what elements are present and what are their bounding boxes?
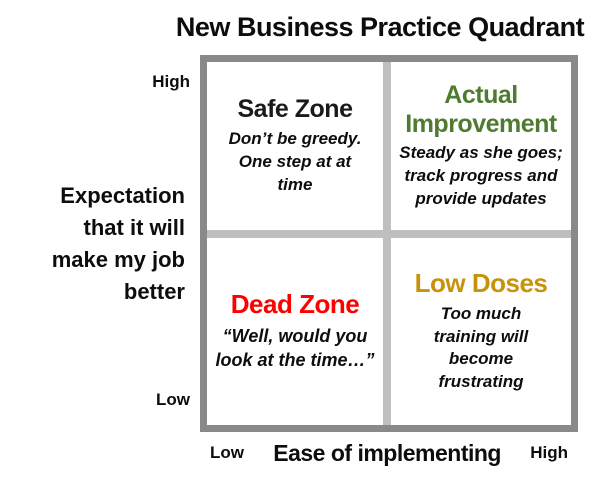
actual-improvement-heading: Actual Improvement — [405, 80, 557, 138]
low-doses-heading: Low Doses — [414, 267, 548, 298]
y-axis-title: Expectation that it will make my job bet… — [51, 183, 185, 304]
safe-zone-heading: Safe Zone — [237, 95, 353, 124]
dead-zone-heading: Dead Zone — [230, 289, 360, 320]
safe-zone-body: Don’t be greedy. One step at at time — [228, 128, 362, 194]
low-doses-body: Too much training will become frustratin… — [433, 303, 529, 392]
y-axis-low-label: Low — [156, 390, 190, 409]
quadrant-safe-zone: Safe Zone Don’t be greedy. One step at a… — [207, 62, 383, 230]
x-axis-low-label: Low — [210, 443, 244, 462]
x-axis-title: Ease of implementing — [273, 439, 501, 466]
x-axis: Low Ease of implementing High — [200, 438, 578, 468]
x-axis-high-label: High — [530, 443, 568, 462]
actual-improvement-body: Steady as she goes; track progress and p… — [399, 143, 563, 209]
quadrant-grid: Safe Zone Don’t be greedy. One step at a… — [200, 55, 578, 432]
quadrant-dead-zone: Dead Zone “Well, would you look at the t… — [207, 238, 383, 425]
y-axis-high-label: High — [152, 72, 190, 91]
quadrant-low-doses: Low Doses Too much training will become … — [391, 238, 571, 425]
dead-zone-body: “Well, would you look at the time…” — [215, 326, 375, 371]
quadrant-actual-improvement: Actual Improvement Steady as she goes; t… — [391, 62, 571, 230]
diagram-title: New Business Practice Quadrant — [175, 12, 585, 42]
